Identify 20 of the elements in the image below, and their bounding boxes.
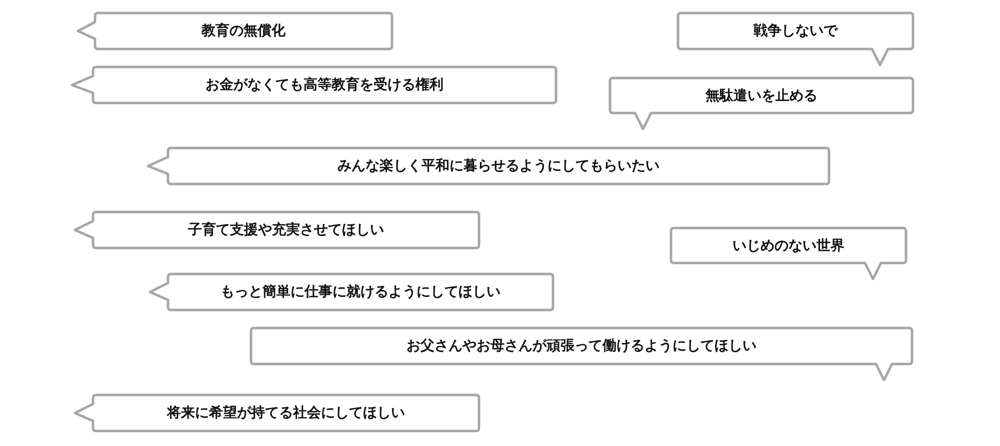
bubble-text: もっと簡単に仕事に就けるようにしてほしい [220, 283, 500, 301]
speech-bubble [610, 78, 913, 129]
speech-bubble [671, 228, 906, 279]
bubble-text: 将来に希望が持てる社会にしてほしい [167, 404, 405, 422]
speech-bubble [150, 274, 553, 310]
bubble-text: 戦争しないで [754, 22, 838, 40]
speech-bubble [78, 13, 392, 49]
bubble-text: 子育て支援や充実させてほしい [188, 221, 384, 239]
bubble-text: お金がなくても高等教育を受ける権利 [206, 76, 444, 94]
bubble-text: 教育の無償化 [202, 22, 286, 40]
speech-bubble [148, 148, 829, 184]
bubble-text: みんな楽しく平和に暮らせるようにしてもらいたい [338, 157, 660, 175]
bubble-text: お父さんやお母さんが頑張って働けるようにしてほしい [406, 337, 756, 355]
speech-bubble [678, 13, 913, 65]
speech-bubble [75, 395, 479, 431]
bubble-text: いじめのない世界 [732, 236, 844, 254]
speech-bubble [251, 328, 912, 380]
bubble-text: 無駄遣いを止める [706, 86, 818, 104]
speech-bubble [72, 67, 556, 103]
speech-bubble [75, 212, 479, 248]
